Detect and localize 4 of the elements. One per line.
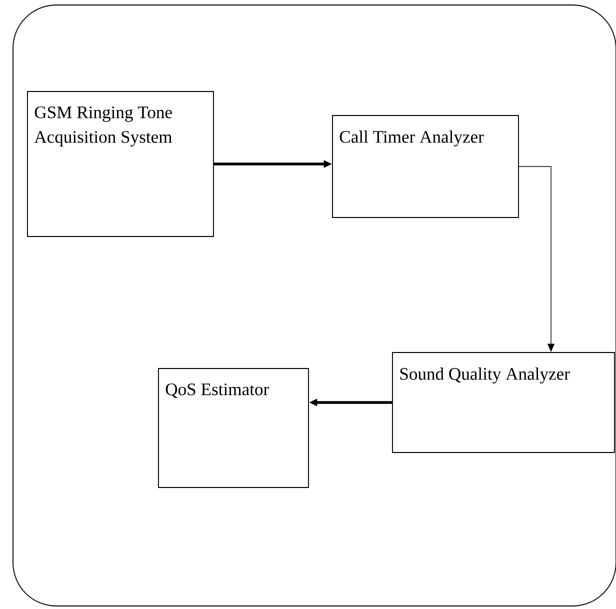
process-box: GSM Ringing Tone Acquisition System (27, 91, 214, 237)
process-box: QoS Estimator (158, 368, 309, 488)
process-box: Call Timer Analyzer (332, 115, 519, 218)
process-box: Sound Quality Analyzer (392, 352, 615, 453)
